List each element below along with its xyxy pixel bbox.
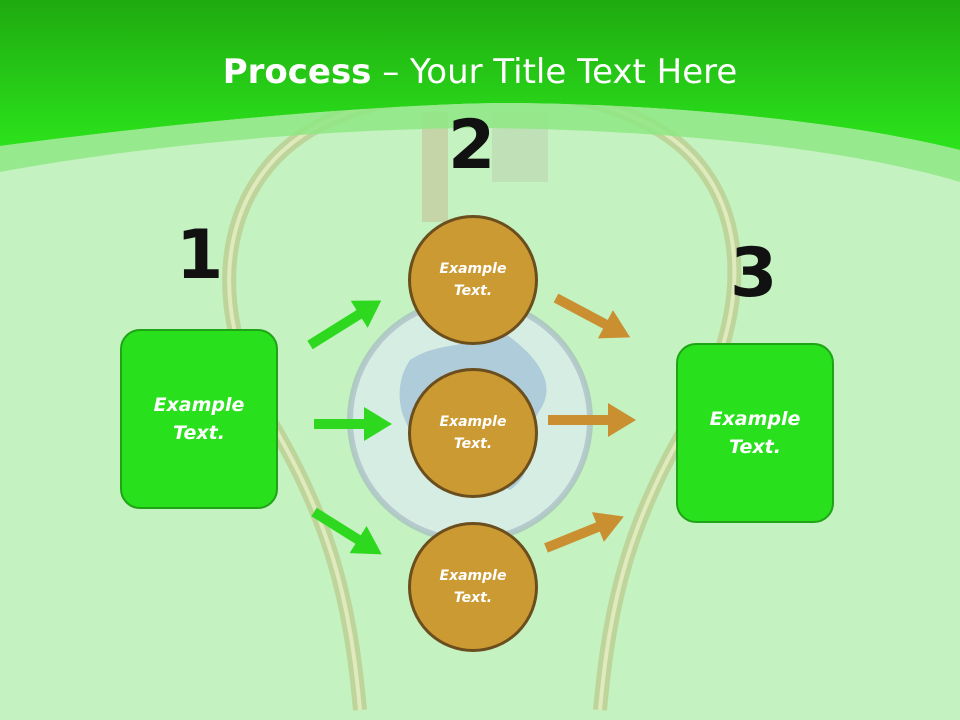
step-1-text: Example Text. xyxy=(153,393,245,445)
arrow-bottom-to-3 xyxy=(544,512,624,553)
arrow-1-to-bottom xyxy=(311,507,382,555)
step-3-text: Example Text. xyxy=(709,407,801,459)
step-2-item-3-text: Example Text. xyxy=(439,567,507,606)
step-2-circle-top: Example Text. xyxy=(408,215,538,345)
step-1-box: Example Text. xyxy=(120,329,278,509)
step-3-box: Example Text. xyxy=(676,343,834,523)
step-number-2: 2 xyxy=(448,106,496,185)
arrow-top-to-3 xyxy=(553,293,631,339)
arrow-1-to-middle xyxy=(314,407,392,441)
step-2-circle-bottom: Example Text. xyxy=(408,522,538,652)
step-number-3: 3 xyxy=(730,234,778,313)
title-bold: Process xyxy=(222,52,372,92)
step-2-item-1-text: Example Text. xyxy=(439,260,507,299)
step-2-circle-middle: Example Text. xyxy=(408,368,538,498)
arrow-1-to-top xyxy=(307,300,382,350)
step-2-item-2-text: Example Text. xyxy=(439,413,507,452)
slide-title: Process – Your Title Text Here xyxy=(0,52,960,92)
arrow-middle-to-3 xyxy=(548,403,636,437)
step-number-1: 1 xyxy=(176,216,224,295)
title-rest: – Your Title Text Here xyxy=(371,52,738,92)
